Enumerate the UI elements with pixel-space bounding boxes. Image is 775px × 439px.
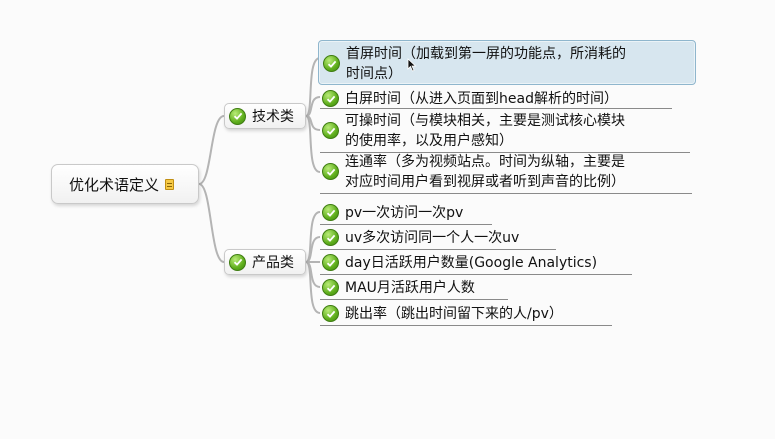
leaf-white-screen-time[interactable]: 白屏时间（从进入页面到head解析的时间） <box>318 86 696 110</box>
leaf-mau[interactable]: MAU月活跃用户人数 <box>318 275 696 300</box>
leaf-underline <box>320 274 632 275</box>
leaf-underline <box>320 299 508 300</box>
check-icon <box>323 55 340 72</box>
leaf-text: uv多次访问同一个人一次uv <box>345 230 520 246</box>
branch-tech-label: 技术类 <box>252 109 294 125</box>
leaf-text: 连通率（多为视频站点。时间为纵轴，主要是 对应时间用户看到视屏或者听到声音的比例… <box>345 154 625 190</box>
leaf-text: 可操时间（与模块相关，主要是测试核心模块 的使用率，以及用户感知） <box>345 113 625 149</box>
mouse-cursor-icon <box>407 58 417 72</box>
branch-tech[interactable]: 技术类 <box>224 103 306 129</box>
leaf-text: MAU月活跃用户人数 <box>345 280 475 296</box>
leaf-underline <box>320 152 690 153</box>
leaf-uv[interactable]: uv多次访问同一个人一次uv <box>318 225 696 250</box>
check-icon <box>322 229 339 246</box>
leaf-bounce-rate[interactable]: 跳出率（跳出时间留下来的人/pv） <box>318 301 696 326</box>
check-icon <box>229 107 246 125</box>
leaf-day[interactable]: day日活跃用户数量(Google Analytics) <box>318 250 696 275</box>
note-icon[interactable] <box>165 178 175 190</box>
check-icon <box>322 279 339 296</box>
leaf-text: 白屏时间（从进入页面到head解析的时间） <box>345 91 618 107</box>
root-node[interactable]: 优化术语定义 <box>51 164 199 204</box>
check-icon <box>322 204 339 221</box>
leaf-connectivity-rate[interactable]: 连通率（多为视频站点。时间为纵轴，主要是 对应时间用户看到视屏或者听到声音的比例… <box>318 149 696 195</box>
leaf-underline <box>320 193 692 194</box>
check-icon <box>322 254 339 271</box>
leaf-text: day日活跃用户数量(Google Analytics) <box>345 255 598 271</box>
leaf-underline <box>320 108 672 109</box>
check-icon <box>229 253 246 271</box>
check-icon <box>322 122 339 139</box>
leaf-first-screen-time[interactable]: 首屏时间（加载到第一屏的功能点，所消耗的 时间点） <box>318 40 696 85</box>
root-label: 优化术语定义 <box>69 175 160 194</box>
check-icon <box>322 305 339 322</box>
branch-product[interactable]: 产品类 <box>224 249 306 275</box>
leaf-underline <box>320 249 556 250</box>
leaf-operable-time[interactable]: 可操时间（与模块相关，主要是测试核心模块 的使用率，以及用户感知） <box>318 108 696 154</box>
check-icon <box>322 163 339 180</box>
leaf-text: 首屏时间（加载到第一屏的功能点，所消耗的 时间点） <box>346 46 626 82</box>
leaf-underline <box>320 325 612 326</box>
check-icon <box>322 90 339 107</box>
leaf-text: 跳出率（跳出时间留下来的人/pv） <box>345 306 563 322</box>
leaf-text: pv一次访问一次pv <box>345 205 464 221</box>
branch-product-label: 产品类 <box>252 255 294 271</box>
leaf-underline <box>320 224 492 225</box>
leaf-pv[interactable]: pv一次访问一次pv <box>318 200 696 225</box>
